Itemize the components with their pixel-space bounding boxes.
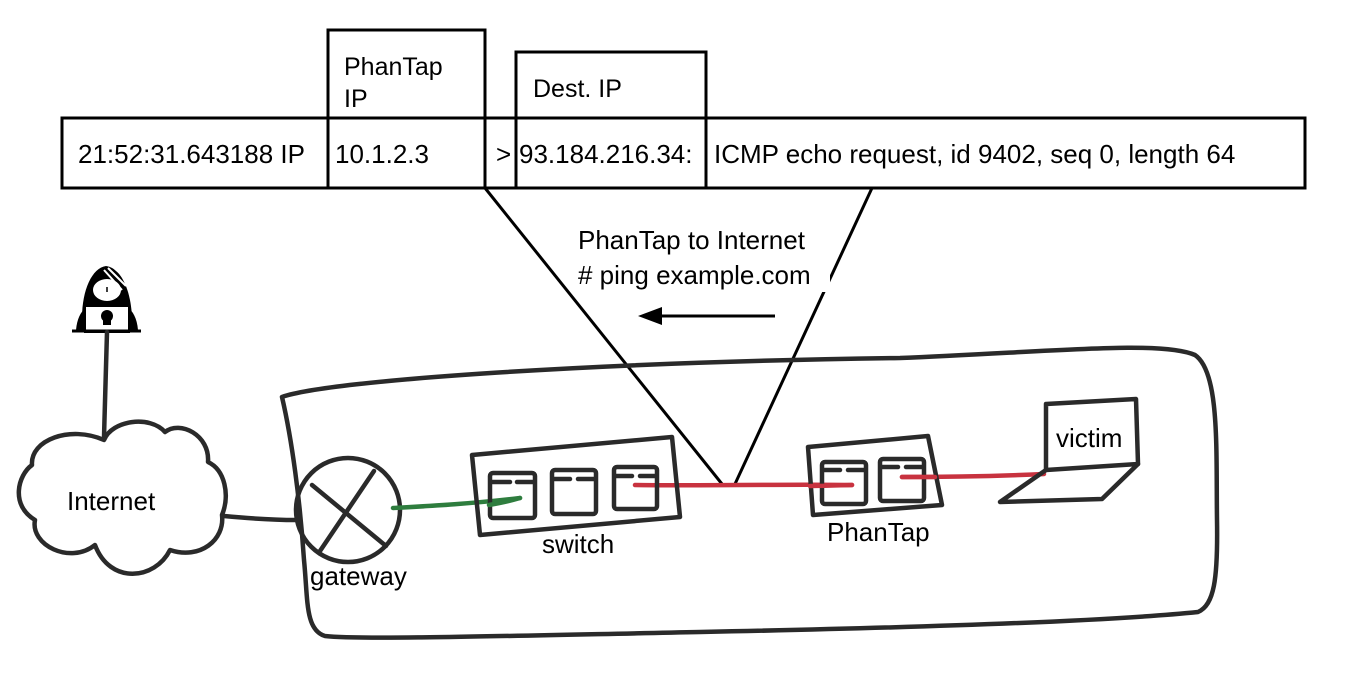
- cloud-icon: [16, 419, 228, 576]
- phantap-in-wire: [807, 482, 855, 489]
- internet-label: Internet: [67, 486, 156, 516]
- phantap-ip-callout-box: [326, 28, 487, 120]
- packet-log-row: 21:52:31.643188 IP 10.1.2.3 > 93.184.216…: [60, 116, 1307, 190]
- laptop-icon: [997, 396, 1141, 505]
- internet-gateway-link: [221, 513, 299, 523]
- annotation-bg: [575, 222, 830, 292]
- packet-log-box: [60, 116, 1307, 190]
- annotation-line1: PhanTap to Internet: [578, 225, 806, 255]
- phantap-port-1: [819, 459, 869, 507]
- switch-label: switch: [542, 529, 614, 559]
- gateway-label: gateway: [310, 561, 407, 591]
- phantap-body: [805, 433, 945, 518]
- phantap-ip-label-line2: IP: [344, 85, 368, 113]
- attacker-internet-link: [101, 329, 110, 441]
- phantap-device: [805, 433, 945, 518]
- phantap-ip-label-line1: PhanTap: [344, 53, 443, 81]
- phantap-port-2: [877, 456, 927, 504]
- switch-device: [469, 434, 683, 538]
- victim-label: victim: [1056, 423, 1122, 453]
- dest-ip-callout-box: [514, 50, 708, 120]
- dest-ip-callout: Dest. IP: [514, 50, 708, 120]
- packet-timestamp: 21:52:31.643188 IP: [78, 139, 305, 169]
- zoom-line-right: [733, 187, 874, 485]
- phantap-label: PhanTap: [827, 517, 930, 547]
- phantap-ip-callout: PhanTap IP: [326, 28, 487, 120]
- hacker-icon: [72, 266, 141, 333]
- laptop-base: [997, 461, 1141, 505]
- gateway-switch-link-end: [486, 495, 523, 508]
- dest-ip-label: Dest. IP: [533, 75, 622, 103]
- annotation: PhanTap to Internet # ping example.com: [575, 222, 830, 325]
- local-network-boundary: [279, 345, 1220, 640]
- zoom-line-left: [483, 187, 724, 485]
- switch-port-1: [487, 470, 538, 521]
- router-icon: [293, 455, 403, 565]
- packet-direction: >: [496, 139, 511, 169]
- packet-source-ip: 10.1.2.3: [335, 139, 429, 169]
- switch-port-2: [549, 467, 599, 517]
- switch-body: [469, 434, 683, 538]
- annotation-line2: # ping example.com: [578, 260, 811, 290]
- switch-port-3: [611, 464, 660, 512]
- packet-dest-ip: 93.184.216.34:: [519, 139, 693, 169]
- arrow-left-icon: [638, 307, 775, 325]
- packet-details: ICMP echo request, id 9402, seq 0, lengt…: [714, 139, 1235, 169]
